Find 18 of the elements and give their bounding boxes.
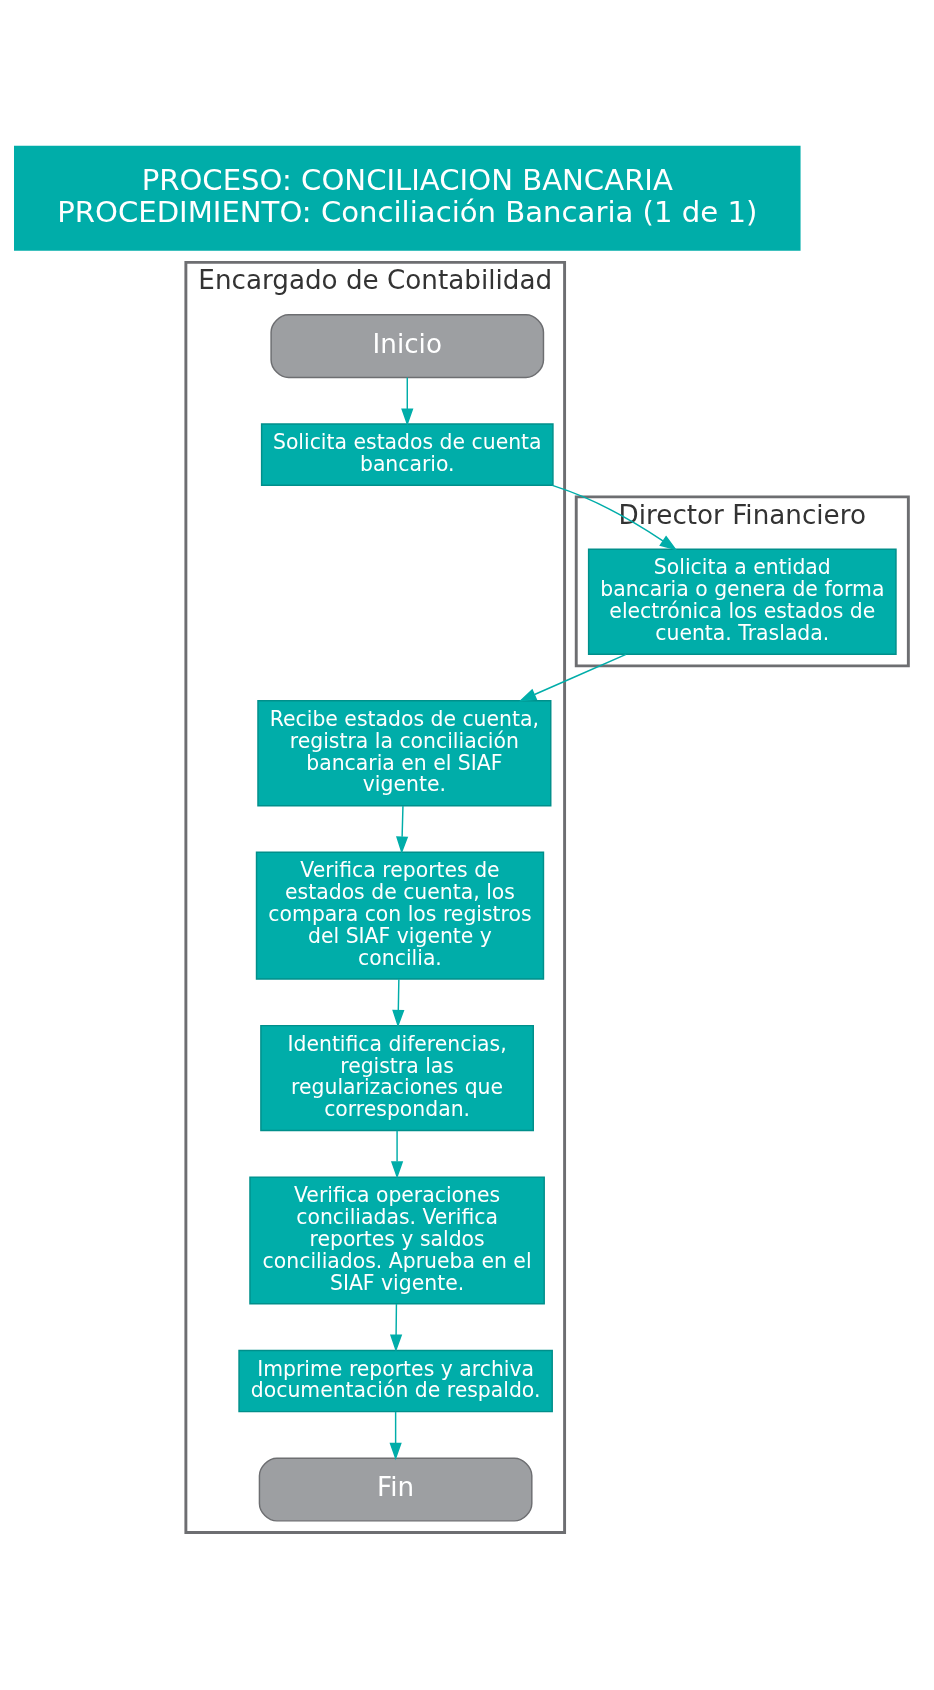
arrow: [392, 978, 405, 1028]
arrow: [396, 805, 409, 854]
node-box: Solicita estados de cuenta bancario.: [260, 423, 554, 486]
node-box: Recibe estados de cuenta, registra la conciliación bancaria en el SIAF vigente.: [257, 700, 552, 807]
node-box: Fin: [258, 1457, 533, 1522]
node-box: Verifica operaciones conciliadas. Verifica reportes y saldos conciliados. Aprueba en el SIAF vigente.: [249, 1176, 545, 1305]
node-box: Solicita a entidad bancaria o genera de forma electrónica los estados de cuenta. Traslada.: [587, 548, 897, 655]
node-box: Imprime reportes y archiva documentación de respaldo.: [238, 1349, 553, 1413]
arrow: [390, 1130, 404, 1179]
arrow: [401, 376, 414, 427]
arrow: [518, 653, 627, 702]
arrow: [551, 484, 678, 551]
node-box: Inicio: [270, 314, 545, 379]
node-box: Identifica diferencias, registra las regularizaciones que correspondan.: [260, 1024, 534, 1132]
arrow: [389, 1303, 403, 1353]
arrow: [389, 1411, 402, 1461]
node-box: Verifica reportes de estados de cuenta, los compara con los registros del SIAF vigente y concilia.: [255, 851, 545, 980]
node-box: PROCESO: CONCILIACION BANCARIA PROCEDIMIENTO: Conciliación Bancaria (1 de 1): [14, 145, 801, 251]
